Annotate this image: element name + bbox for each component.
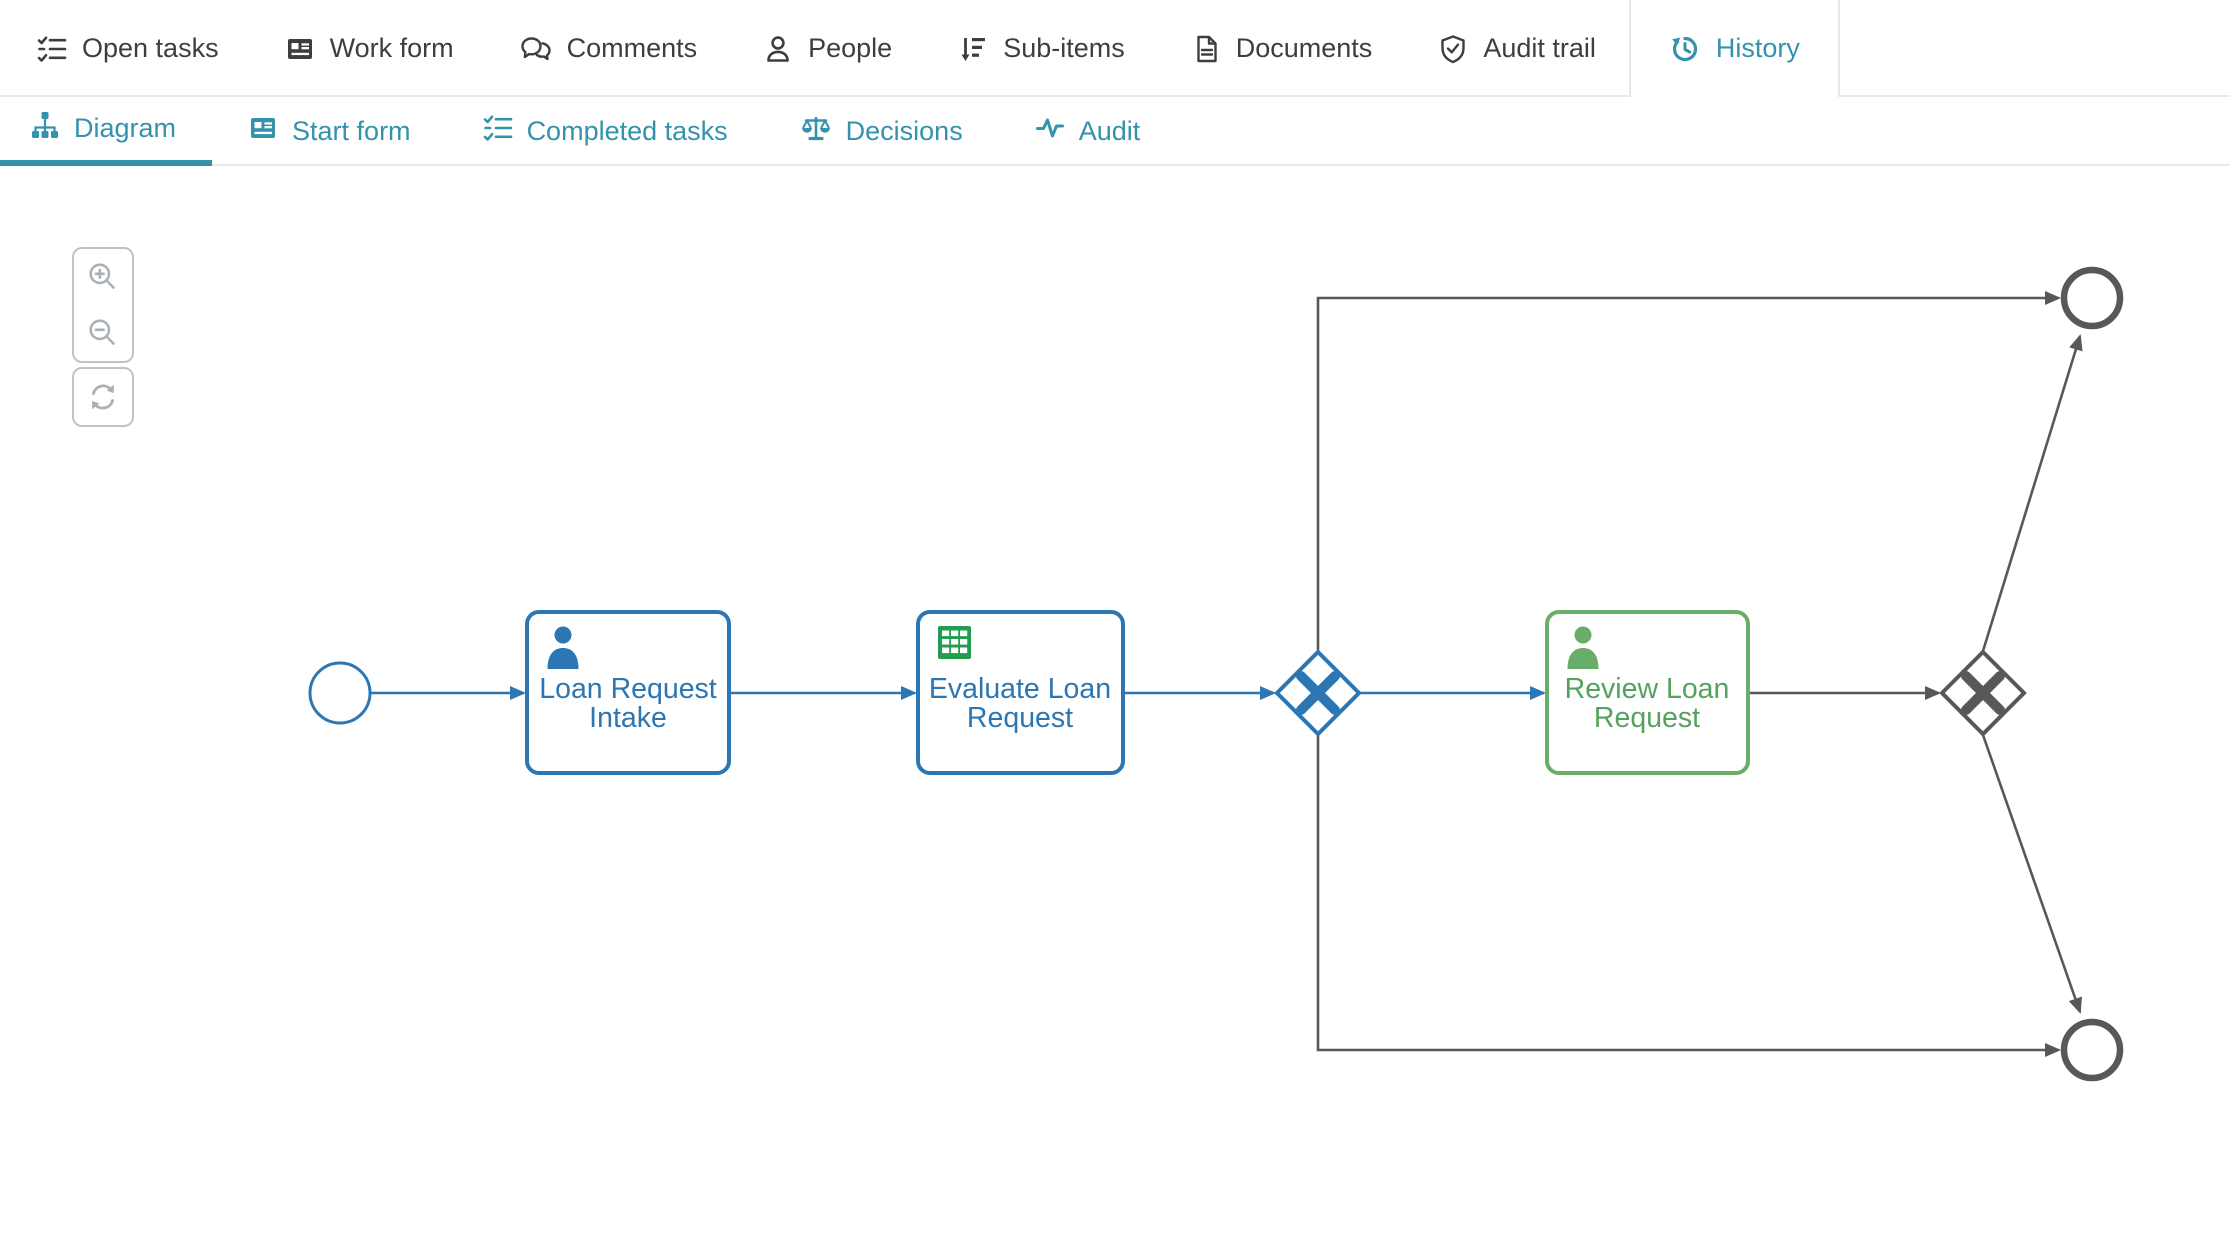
scales-icon xyxy=(800,113,832,150)
business-rule-task-icon xyxy=(938,626,971,659)
tab-label: Comments xyxy=(566,33,698,63)
person-icon xyxy=(763,34,793,64)
start-event[interactable] xyxy=(308,661,372,725)
flow-gateway1-to-end-top xyxy=(1316,291,2061,651)
tab-comments[interactable]: Comments xyxy=(487,0,731,97)
tab-sub-items[interactable]: Sub-items xyxy=(925,0,1158,97)
task-label-line1: Review Loan xyxy=(1565,673,1730,705)
pulse-icon xyxy=(1035,113,1065,150)
subtab-label: Start form xyxy=(292,116,411,146)
zoom-toolbar xyxy=(72,247,134,427)
tab-label: History xyxy=(1715,33,1800,63)
tab-people[interactable]: People xyxy=(730,0,925,97)
tab-label: People xyxy=(808,33,893,63)
sitemap-icon xyxy=(30,110,60,147)
user-task-icon xyxy=(1567,626,1599,669)
tab-label: Open tasks xyxy=(82,33,219,63)
main-tab-bar: Open tasks Work form Comments xyxy=(0,0,2230,97)
zoom-in-button[interactable] xyxy=(74,249,132,305)
shield-check-icon xyxy=(1438,34,1468,64)
subtab-diagram[interactable]: Diagram xyxy=(0,97,213,166)
sort-descending-icon xyxy=(958,34,988,64)
subtab-start-form[interactable]: Start form xyxy=(212,97,447,166)
flow-gateway2-to-end-bottom xyxy=(1981,734,2082,1014)
task-evaluate-loan-request[interactable]: Evaluate Loan Request xyxy=(916,610,1125,775)
form-icon xyxy=(285,34,315,64)
tab-label: Sub-items xyxy=(1003,33,1125,63)
tab-audit-trail[interactable]: Audit trail xyxy=(1405,0,1629,97)
task-loan-request-intake[interactable]: Loan Request Intake xyxy=(525,610,731,775)
subtab-label: Audit xyxy=(1078,116,1141,146)
document-icon xyxy=(1191,34,1221,64)
task-label-line1: Evaluate Loan xyxy=(929,673,1111,705)
task-review-loan-request[interactable]: Review Loan Request xyxy=(1545,610,1750,775)
task-label-line2: Request xyxy=(1594,702,1700,734)
form-icon xyxy=(248,113,278,150)
subtab-label: Decisions xyxy=(845,116,963,146)
end-event-top[interactable] xyxy=(2060,266,2124,330)
sub-tab-bar: Diagram Start form Completed tasks xyxy=(0,97,2230,166)
subtab-label: Completed tasks xyxy=(526,116,728,146)
flow-gateway2-to-end-top xyxy=(1981,334,2083,652)
checklist-icon xyxy=(483,113,513,150)
end-event-bottom[interactable] xyxy=(2060,1018,2124,1082)
zoom-reset-group xyxy=(72,367,134,427)
tab-work-form[interactable]: Work form xyxy=(252,0,487,97)
tab-open-tasks[interactable]: Open tasks xyxy=(4,0,252,97)
tab-label: Documents xyxy=(1235,33,1373,63)
user-task-icon xyxy=(547,626,579,669)
tab-label: Work form xyxy=(329,33,454,63)
refresh-button[interactable] xyxy=(74,369,132,425)
tab-label: Audit trail xyxy=(1483,33,1596,63)
flow-gateway1-to-end-bottom xyxy=(1316,735,2061,1057)
tab-history[interactable]: History xyxy=(1628,0,1840,97)
subtab-label: Diagram xyxy=(74,113,177,143)
task-label-line2: Request xyxy=(967,702,1073,734)
zoom-out-button[interactable] xyxy=(74,305,132,361)
subtab-decisions[interactable]: Decisions xyxy=(764,97,999,166)
bpmn-diagram[interactable]: Loan Request Intake Evaluate Loan Reques… xyxy=(0,166,2230,1235)
exclusive-gateway-2[interactable] xyxy=(1939,649,2027,737)
subtab-completed-tasks[interactable]: Completed tasks xyxy=(447,97,764,166)
history-icon xyxy=(1669,33,1701,65)
zoom-button-group xyxy=(72,247,134,363)
subtab-audit[interactable]: Audit xyxy=(999,97,1177,166)
tab-documents[interactable]: Documents xyxy=(1158,0,1406,97)
task-label-line1: Loan Request xyxy=(539,673,717,705)
comments-icon xyxy=(520,34,552,64)
task-label-line2: Intake xyxy=(589,702,667,734)
checklist-icon xyxy=(37,34,67,64)
diagram-canvas[interactable]: Loan Request Intake Evaluate Loan Reques… xyxy=(0,166,2230,1235)
exclusive-gateway-1[interactable] xyxy=(1274,649,1362,737)
